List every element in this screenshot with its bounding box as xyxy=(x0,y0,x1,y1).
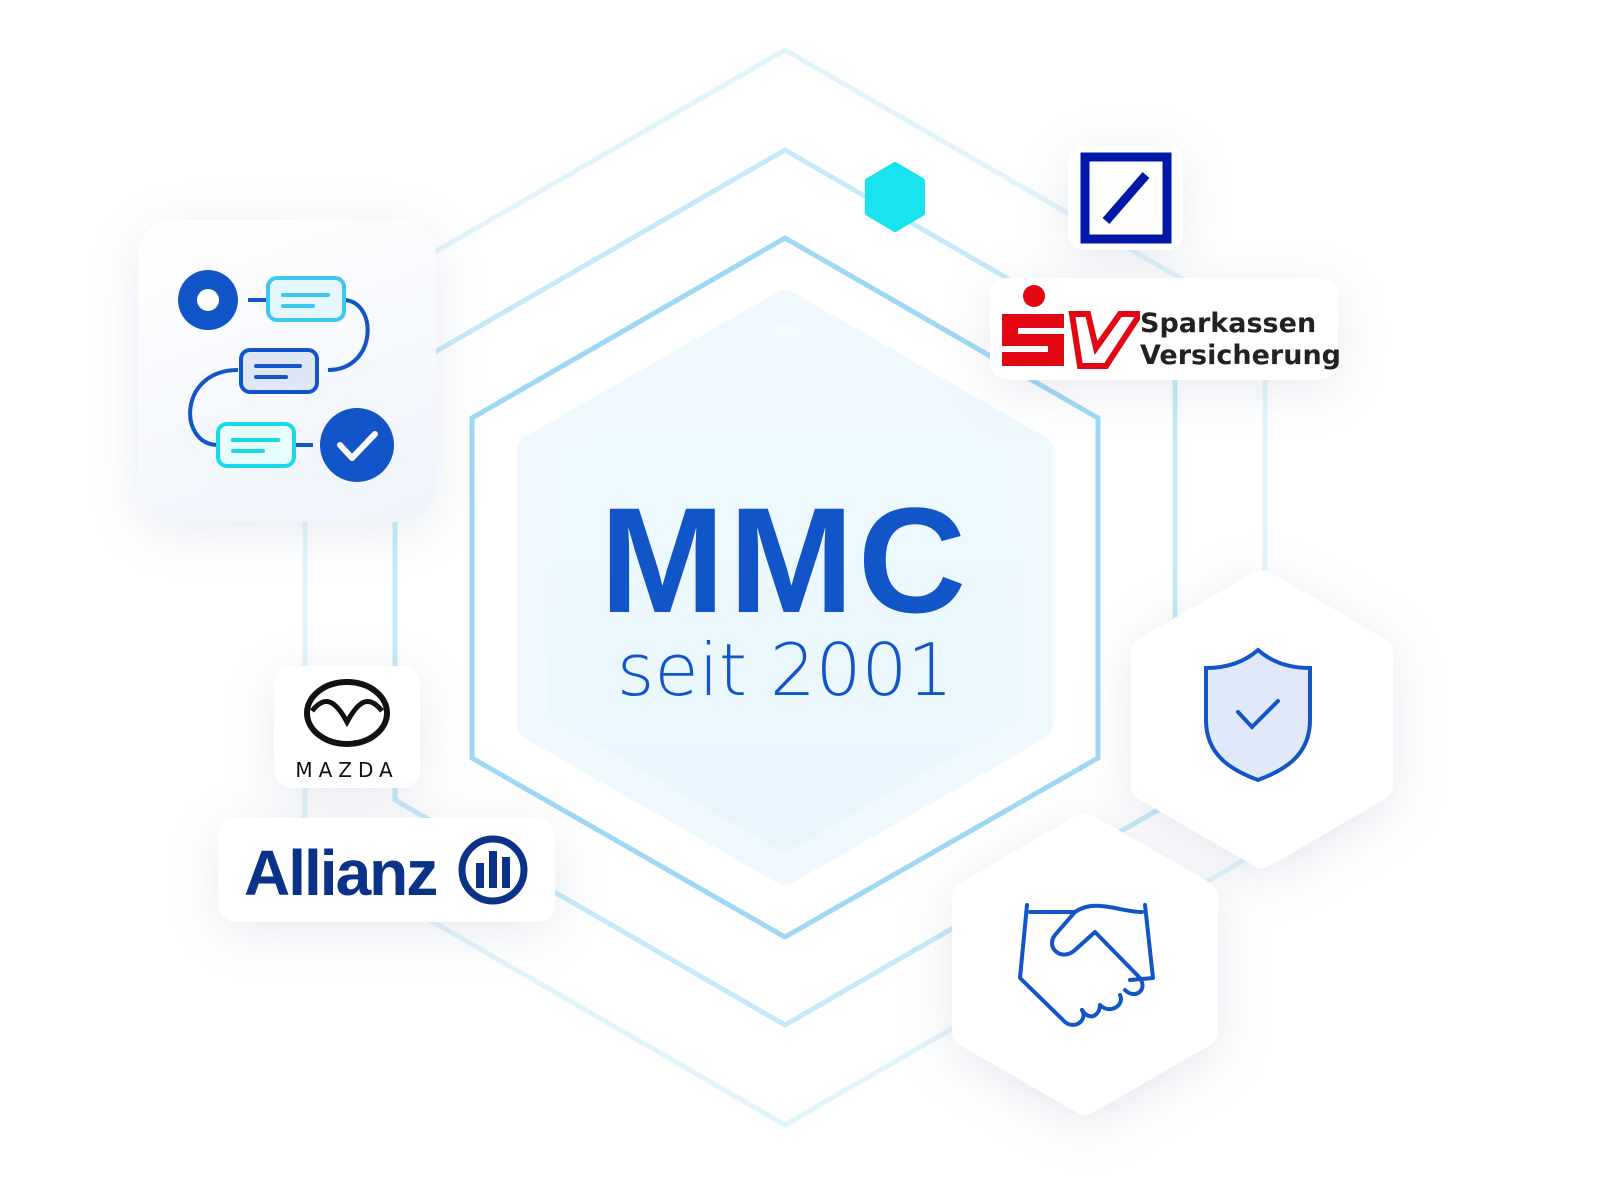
handshake-hexagon xyxy=(952,813,1218,1115)
sv-line2: Versicherung xyxy=(1140,340,1341,371)
shield-check-icon xyxy=(1204,647,1312,783)
deutsche-bank-logo xyxy=(1068,145,1183,250)
inner-hexagon xyxy=(469,235,1101,940)
center-hexagon-fill xyxy=(517,290,1053,885)
workflow-icon xyxy=(178,270,394,482)
workflow-card xyxy=(138,220,436,522)
mazda-logo: MAZDA xyxy=(274,666,420,788)
allianz-text: Allianz xyxy=(244,837,438,909)
handshake-icon xyxy=(1018,903,1155,1027)
accent-hexagon xyxy=(865,162,925,232)
since-year: seit 2001 xyxy=(616,628,954,712)
shield-hexagon xyxy=(1131,570,1393,868)
mmc-title: MMC xyxy=(599,476,971,644)
sv-line1: Sparkassen xyxy=(1140,308,1317,339)
mazda-text: MAZDA xyxy=(295,758,399,782)
center-badge: MMC seit 2001 xyxy=(585,476,985,715)
allianz-logo: Allianz xyxy=(218,818,555,922)
